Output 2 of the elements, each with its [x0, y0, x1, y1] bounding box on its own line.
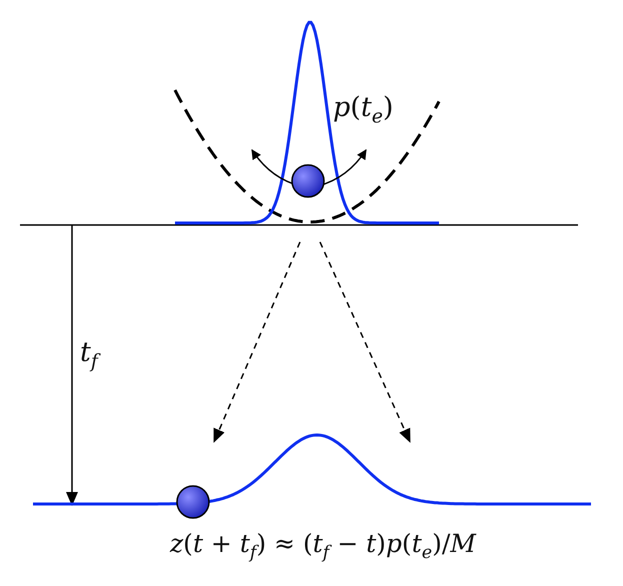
- formula-label: z(t + t$_{f}$) ≈ (t$_{f}$ − t)p(t$_{e}$)/M: [170, 530, 476, 564]
- momentum-label: p(t$_{e}$): [333, 93, 394, 128]
